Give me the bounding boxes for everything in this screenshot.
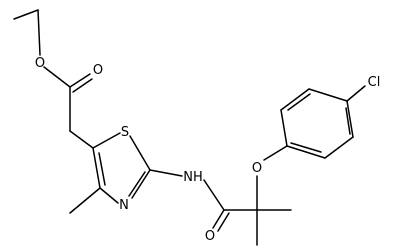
atom-n-thiazole: N bbox=[119, 198, 129, 213]
atom-o-amide-carbonyl: O bbox=[205, 229, 215, 244]
atom-o-aryl-ether: O bbox=[252, 161, 262, 176]
atom-cl: Cl bbox=[368, 75, 381, 90]
atom-o-ester-carbonyl: O bbox=[93, 63, 103, 78]
bond-c2-n-double-b bbox=[128, 171, 146, 197]
bond-benzene-c6-c1 bbox=[286, 145, 326, 159]
bond-ch2-ring-c5 bbox=[69, 130, 94, 149]
bond-benzene-c3-c4 bbox=[308, 88, 348, 102]
bond-c4-c5-double-a bbox=[92, 147, 101, 189]
bond-o-aryl bbox=[263, 145, 288, 161]
bond-c4-c5-double-b bbox=[98, 152, 106, 186]
bond-c5-s bbox=[92, 132, 121, 149]
bond-c2-nh bbox=[149, 169, 183, 177]
bond-benzene-inner-a bbox=[287, 93, 311, 111]
bond-nh-carbonyl-c bbox=[203, 179, 225, 211]
bond-ester-c-o-double-b bbox=[72, 78, 93, 93]
bond-benzene-cl bbox=[346, 85, 366, 102]
atom-labels: O O S N NH O O Cl bbox=[35, 56, 380, 244]
bond-s-c2 bbox=[129, 135, 151, 171]
bond-amide-c-o-double-b bbox=[217, 212, 230, 232]
bond-ethyl-c2-o bbox=[37, 9, 41, 56]
bond-amide-c-o-double-a bbox=[212, 209, 225, 229]
bond-ester-c-o-double-a bbox=[69, 73, 91, 88]
bond-lines bbox=[13, 9, 366, 246]
bond-benzene-inner-b bbox=[345, 107, 351, 135]
bond-benzene-inner-c bbox=[290, 142, 322, 153]
bond-benzene-c4-c5 bbox=[346, 100, 354, 138]
atom-s-thiazole: S bbox=[121, 125, 129, 140]
bond-benzene-c5-c6 bbox=[324, 136, 354, 159]
atom-nh-amide: NH bbox=[183, 170, 203, 185]
bond-n-c4 bbox=[99, 187, 119, 204]
bond-c2-n-double-a bbox=[131, 169, 151, 199]
bond-benzene-c1-c2 bbox=[280, 109, 288, 147]
bond-o-carbonyl-c bbox=[43, 66, 71, 88]
bond-c4-methyl bbox=[69, 187, 101, 214]
atom-o-ester-ether: O bbox=[35, 56, 45, 71]
bond-benzene-c2-c3 bbox=[280, 88, 310, 111]
bond-ethyl-c1-c2 bbox=[13, 9, 39, 20]
